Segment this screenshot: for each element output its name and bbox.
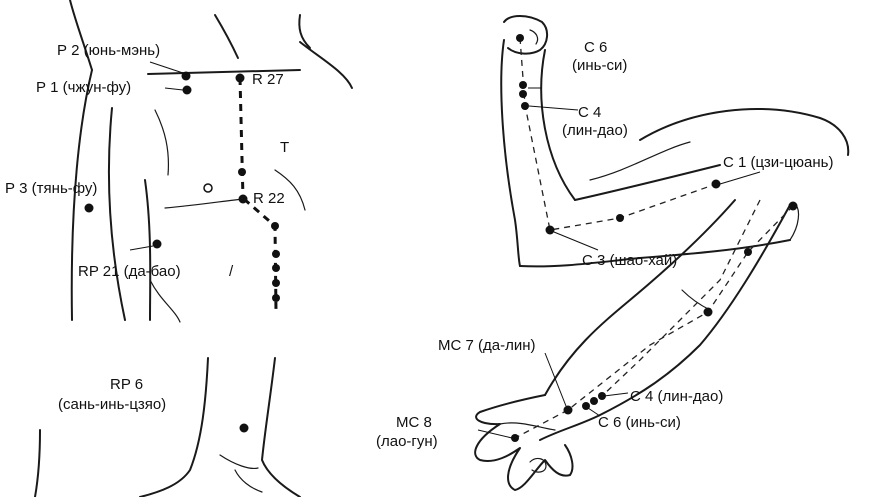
nipple-mark bbox=[204, 184, 212, 192]
bicep-curve bbox=[590, 142, 690, 180]
torso-pectoral-line bbox=[165, 199, 244, 208]
point-fist bbox=[516, 34, 524, 42]
label-rp6-code: RP 6 bbox=[110, 376, 143, 393]
point-p3 bbox=[85, 204, 94, 213]
leader-c4-low bbox=[604, 393, 628, 396]
point-c1 bbox=[712, 180, 721, 189]
point-mc7 bbox=[564, 406, 573, 415]
label-mc8-code: МС 8 bbox=[396, 414, 432, 431]
label-c4-low: С 4 (лин-дао) bbox=[630, 388, 723, 405]
heart-meridian-lower bbox=[602, 200, 760, 396]
point-chain-4 bbox=[272, 264, 280, 272]
point-chain-6 bbox=[272, 294, 280, 302]
torso-left-shoulder bbox=[70, 0, 92, 70]
point-chain-2 bbox=[271, 222, 279, 230]
lower-arm-inner bbox=[545, 200, 735, 395]
point-chain-3 bbox=[272, 250, 280, 258]
torso-right-shoulder bbox=[300, 42, 352, 88]
torso-chest-curve bbox=[155, 110, 168, 175]
upper-arm-top bbox=[575, 165, 720, 200]
label-c1: С 1 (цзи-цюань) bbox=[723, 154, 833, 171]
label-rp6-name: (сань-инь-цзяо) bbox=[58, 396, 166, 413]
fist-curl bbox=[530, 30, 538, 44]
point-chain-1 bbox=[238, 168, 246, 176]
label-c6-top-code: С 6 bbox=[584, 39, 607, 56]
leader-c1 bbox=[720, 172, 760, 184]
forearm-outer bbox=[501, 40, 520, 266]
finger-ring bbox=[530, 459, 546, 473]
kidney-meridian-lower bbox=[244, 199, 276, 312]
point-lower-armpit bbox=[789, 202, 798, 211]
label-rp21: RP 21 (да-бао) bbox=[78, 263, 181, 280]
point-c2 bbox=[616, 214, 624, 222]
raised-arm-figure: С 6 (инь-си) С 4 (лин-дао) С 1 (цзи-цюан… bbox=[501, 16, 848, 269]
point-c5-top bbox=[519, 90, 527, 98]
hand-outline bbox=[475, 395, 572, 490]
leader-c3 bbox=[554, 232, 598, 250]
point-c4-top bbox=[521, 102, 529, 110]
label-mc8-name: (лао-гун) bbox=[376, 433, 438, 450]
label-c3: С 3 (шао-хай) bbox=[582, 252, 677, 269]
point-p1 bbox=[183, 86, 192, 95]
label-slash: / bbox=[229, 263, 234, 280]
heel-curve bbox=[235, 470, 262, 492]
label-p2: Р 2 (юнь-мэнь) bbox=[57, 42, 160, 59]
point-c5-low bbox=[590, 397, 598, 405]
point-rp21 bbox=[153, 240, 162, 249]
label-c6-low: С 6 (инь-си) bbox=[598, 414, 681, 431]
leader-p2 bbox=[150, 62, 186, 74]
label-r27: R 27 bbox=[252, 71, 284, 88]
torso-figure: Т Р 2 (юнь-мэнь) Р 1 (чжун-фу) R 27 Р 3 … bbox=[5, 0, 352, 322]
palm-crease bbox=[500, 423, 555, 430]
chest-mark-label: Т bbox=[280, 139, 289, 156]
label-c6-top-name: (инь-си) bbox=[572, 57, 627, 74]
point-c6-top bbox=[519, 81, 527, 89]
point-c3 bbox=[546, 226, 555, 235]
point-chain-5 bbox=[272, 279, 280, 287]
foot-figure: RP 6 (сань-инь-цзяо) bbox=[35, 358, 300, 497]
point-lower-elbow bbox=[744, 248, 752, 256]
label-c4-top-code: С 4 bbox=[578, 104, 601, 121]
label-mc7: МС 7 (да-лин) bbox=[438, 337, 536, 354]
point-rp6 bbox=[240, 424, 249, 433]
point-mc8 bbox=[511, 434, 519, 442]
torso-neck-left bbox=[215, 15, 238, 58]
leg-outline-far-left bbox=[35, 430, 40, 497]
leg-outline-right bbox=[262, 358, 300, 497]
point-lower-forearm bbox=[704, 308, 713, 317]
torso-arm-inner bbox=[109, 108, 125, 320]
label-p1: Р 1 (чжун-фу) bbox=[36, 79, 131, 96]
point-r27 bbox=[236, 74, 245, 83]
lower-arm-crease bbox=[682, 290, 710, 310]
leg-outline-left bbox=[140, 358, 208, 497]
torso-hip-curve bbox=[150, 280, 180, 322]
label-r22: R 22 bbox=[253, 190, 285, 207]
point-r22 bbox=[239, 195, 248, 204]
label-c4-top-name: (лин-дао) bbox=[562, 122, 628, 139]
kidney-meridian-line bbox=[240, 78, 243, 199]
leader-mc7 bbox=[545, 353, 566, 406]
ankle-curve bbox=[220, 455, 258, 468]
label-p3: Р 3 (тянь-фу) bbox=[5, 180, 97, 197]
torso-axilla-line bbox=[145, 180, 150, 320]
leader-c4-top bbox=[529, 106, 578, 110]
leader-p1 bbox=[165, 88, 183, 90]
fist-outline bbox=[504, 16, 547, 54]
lowered-arm-figure: МС 7 (да-лин) С 4 (лин-дао) С 6 (инь-си)… bbox=[376, 200, 798, 490]
